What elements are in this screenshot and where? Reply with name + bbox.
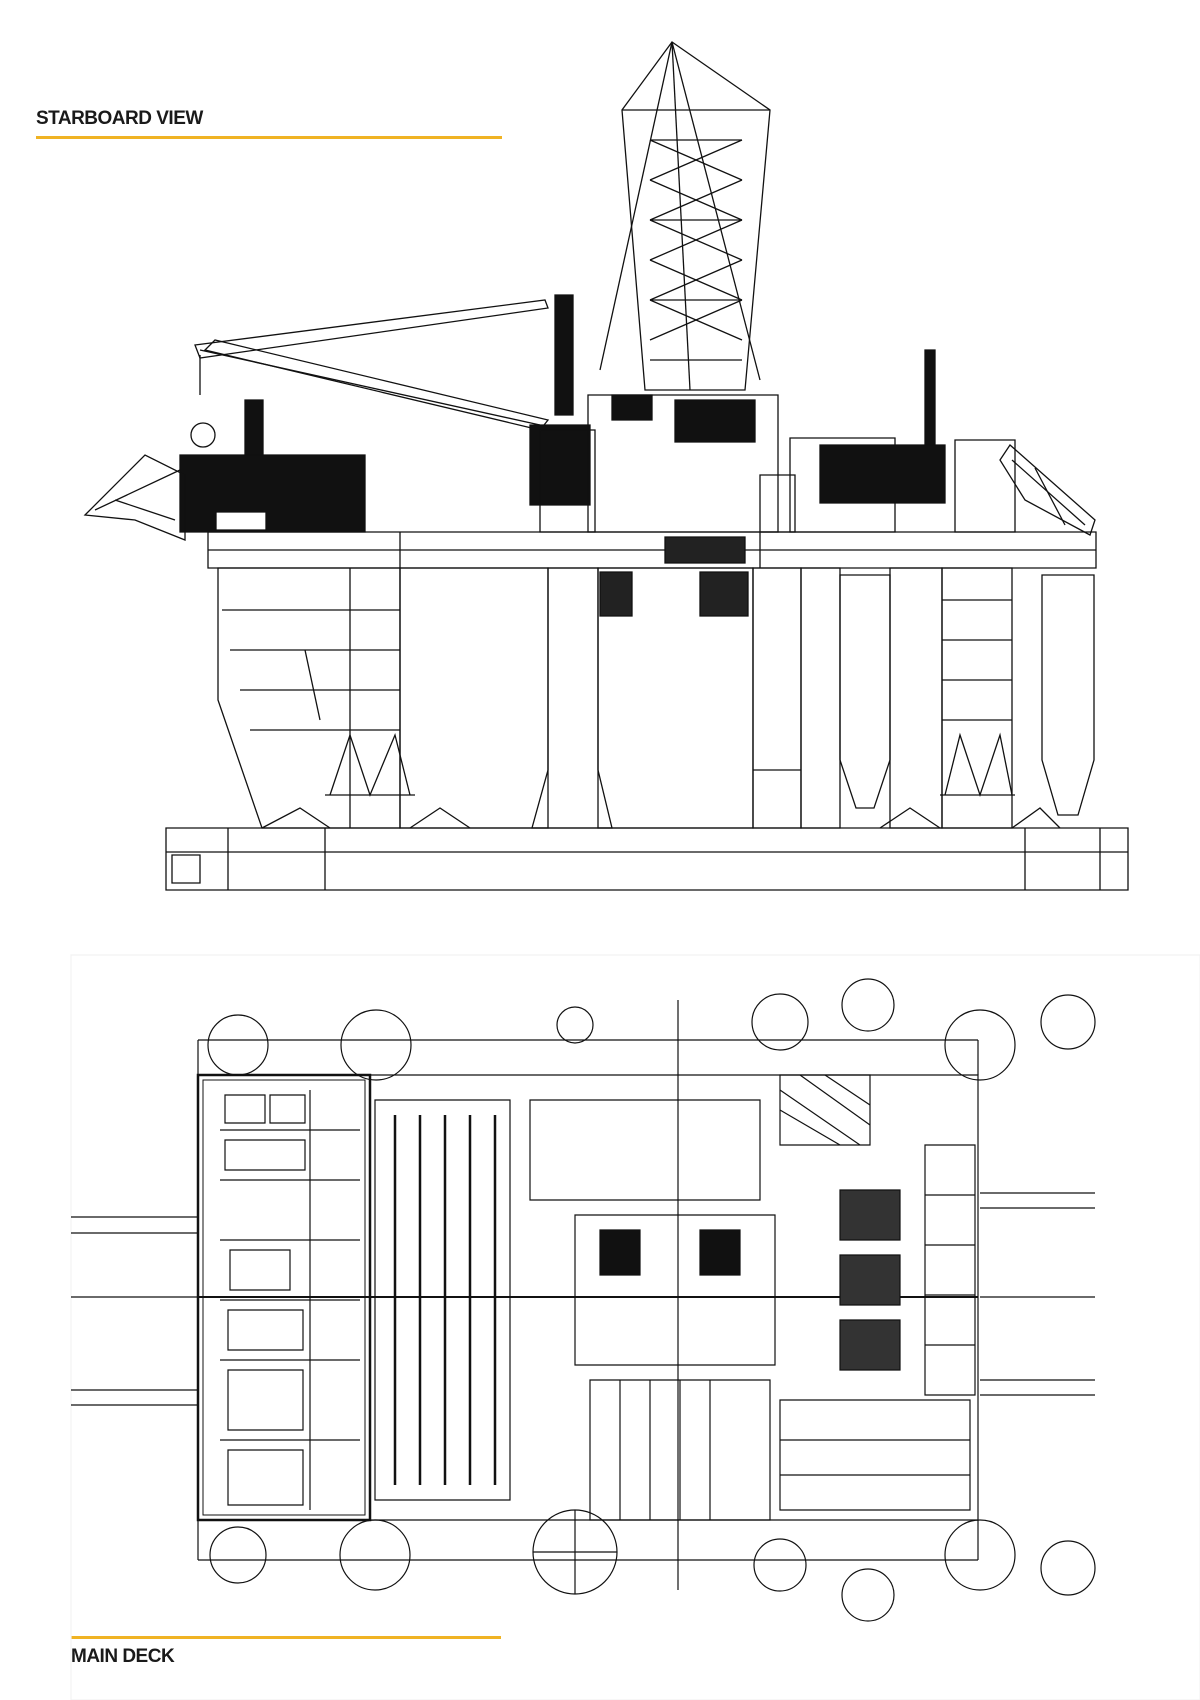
drill-floor-plan [530, 1100, 775, 1520]
machinery-spaces [780, 1075, 975, 1510]
davit-left [85, 455, 185, 540]
starboard-view-drawing [0, 0, 1200, 900]
mooring-lines-left [71, 1217, 198, 1405]
mooring-lines-right [980, 1193, 1095, 1395]
starboard-title-rule [36, 136, 502, 139]
derrick [600, 42, 770, 390]
starboard-view-title: STARBOARD VIEW [36, 108, 203, 129]
column-circles [208, 979, 1095, 1621]
deck-outline [198, 1000, 978, 1590]
main-deck-title: MAIN DECK [71, 1646, 175, 1667]
process-modules [760, 350, 1015, 532]
cross-bracing [262, 735, 1060, 828]
accommodation-block [180, 400, 365, 532]
drill-floor [540, 395, 778, 532]
pipe-deck [375, 1100, 510, 1500]
hull-columns [218, 568, 1094, 828]
accommodation-rooms [220, 1090, 360, 1510]
main-deck-title-rule [71, 1636, 501, 1639]
davit-right [1000, 445, 1095, 535]
